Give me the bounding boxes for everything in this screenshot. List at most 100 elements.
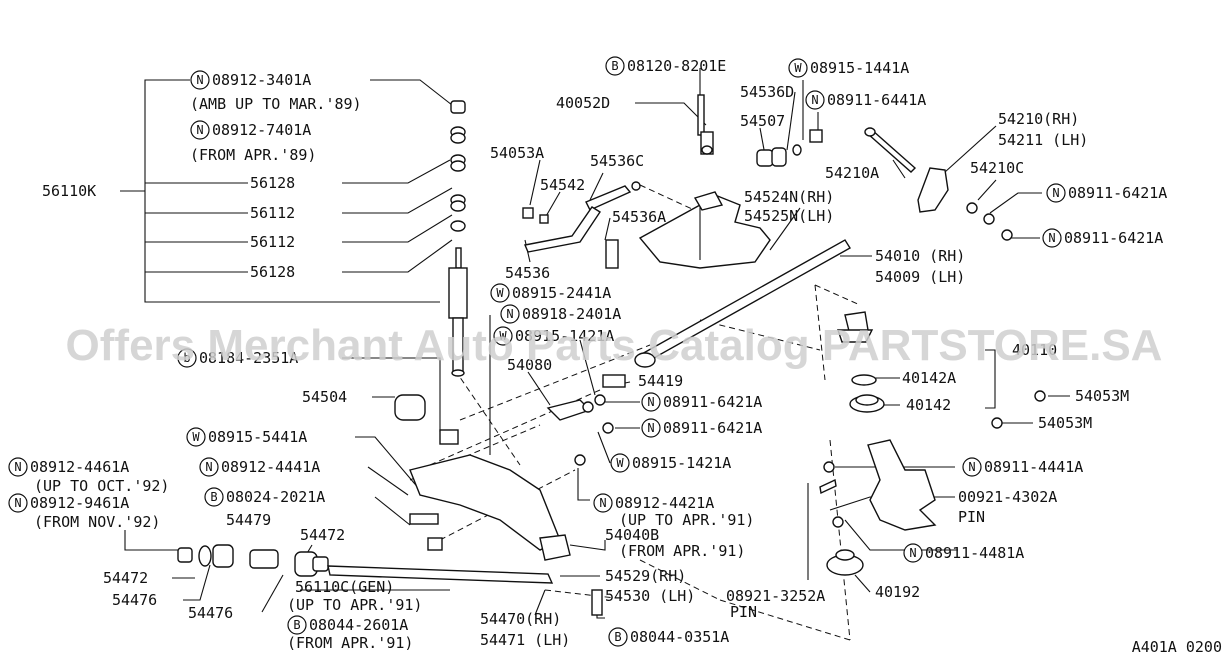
badge-b38: N	[641, 392, 661, 412]
badge-b32: b	[177, 348, 197, 368]
svg-text:N: N	[647, 395, 654, 409]
badge-b71: B	[287, 615, 307, 635]
badge-b1: N	[190, 70, 210, 90]
badge-b50: B	[204, 487, 224, 507]
svg-text:N: N	[196, 123, 203, 137]
label-p73: (FROM APR.'91)	[287, 634, 413, 652]
label-p15: 54211 (LH)	[998, 131, 1088, 149]
footer-code: A401A 0200	[1132, 638, 1222, 656]
label-p21: 54524N(RH)	[744, 188, 834, 206]
label-p40: 54053M	[1075, 387, 1129, 405]
label-p27: 54010 (RH)	[875, 247, 965, 265]
svg-text:N: N	[196, 73, 203, 87]
label-p65: 08921-3252A	[726, 587, 825, 605]
svg-text:N: N	[647, 421, 654, 435]
svg-text:N: N	[599, 496, 606, 510]
badge-b31: W	[493, 326, 513, 346]
label-p30: 08918-2401A	[522, 305, 621, 323]
badge-b30: N	[500, 304, 520, 324]
label-p1a: (AMB UP TO MAR.'89)	[190, 95, 362, 113]
label-p11: 08911-6441A	[827, 91, 926, 109]
badge-b8: B	[605, 56, 625, 76]
label-p50: 08024-2021A	[226, 488, 325, 506]
label-p25: 08911-6421A	[1064, 229, 1163, 247]
svg-text:W: W	[192, 430, 200, 444]
leader-lines	[120, 68, 1070, 619]
label-p22: 54525N(LH)	[744, 207, 834, 225]
label-p53: (UP TO APR.'91)	[619, 511, 754, 529]
label-p5: 56112	[250, 233, 295, 251]
svg-text:b: b	[183, 351, 190, 365]
label-p18: 54210A	[825, 164, 879, 182]
badge-b23: N	[1046, 183, 1066, 203]
label-p12: 40052D	[556, 94, 610, 112]
label-p36: 40142A	[902, 369, 956, 387]
label-p51: (FROM NOV.'92)	[34, 513, 160, 531]
label-p44: 08915-1421A	[632, 454, 731, 472]
label-p35: 54419	[638, 372, 683, 390]
label-p38: 08911-6421A	[663, 393, 762, 411]
badge-b52: N	[593, 493, 613, 513]
svg-text:N: N	[811, 93, 818, 107]
label-p8: 08120-8201E	[627, 57, 726, 75]
label-p13: 54507	[740, 112, 785, 130]
label-p24: 54536A	[612, 208, 666, 226]
svg-text:N: N	[506, 307, 513, 321]
badge-b25: N	[1042, 228, 1062, 248]
label-p2a: (FROM APR.'89)	[190, 146, 316, 164]
label-p59: (FROM APR.'91)	[619, 542, 745, 560]
badge-b11: N	[805, 90, 825, 110]
label-p63: 54529(RH)	[605, 567, 686, 585]
svg-text:B: B	[611, 59, 618, 73]
badge-b2: N	[190, 120, 210, 140]
svg-text:W: W	[616, 456, 624, 470]
label-p2: 08912-7401A	[212, 121, 311, 139]
label-p47: 08912-4441A	[221, 458, 320, 476]
label-p57: 54472	[300, 526, 345, 544]
label-p3: 56128	[250, 174, 295, 192]
svg-text:N: N	[968, 460, 975, 474]
label-p26: 54536	[505, 264, 550, 282]
label-p32: 08184-2351A	[199, 349, 298, 367]
badge-b43: W	[186, 427, 206, 447]
svg-text:B: B	[614, 630, 621, 644]
badge-b45: N	[8, 457, 28, 477]
label-p55: PIN	[958, 508, 985, 526]
svg-text:W: W	[496, 286, 504, 300]
label-p68: (UP TO APR.'91)	[287, 596, 422, 614]
label-p14: 54210(RH)	[998, 110, 1079, 128]
label-p23: 08911-6421A	[1068, 184, 1167, 202]
label-p69: PIN	[730, 603, 757, 621]
label-p29: 08915-2441A	[512, 284, 611, 302]
label-p56: 54479	[226, 511, 271, 529]
label-p72: 54470(RH)	[480, 610, 561, 628]
badge-b48: N	[962, 457, 982, 477]
svg-text:N: N	[1048, 231, 1055, 245]
svg-text:N: N	[909, 546, 916, 560]
svg-text:W: W	[794, 61, 802, 75]
label-p34: 40110	[1012, 341, 1057, 359]
svg-text:N: N	[14, 460, 21, 474]
label-p71: 08044-2601A	[309, 616, 408, 634]
label-p19: 54210C	[970, 159, 1024, 177]
label-p66: 40192	[875, 583, 920, 601]
label-p42: 54053M	[1038, 414, 1092, 432]
svg-text:N: N	[205, 460, 212, 474]
label-p6: 56128	[250, 263, 295, 281]
label-p20: 54542	[540, 176, 585, 194]
badge-b60: N	[903, 543, 923, 563]
label-p1: 08912-3401A	[212, 71, 311, 89]
label-p75: 08044-0351A	[630, 628, 729, 646]
parts-art	[177, 94, 1046, 616]
label-p4: 56112	[250, 204, 295, 222]
svg-text:B: B	[210, 490, 217, 504]
badge-b29: W	[490, 283, 510, 303]
label-p43: 08915-5441A	[208, 428, 307, 446]
label-p58: 54040B	[605, 526, 659, 544]
badge-b75: B	[608, 627, 628, 647]
label-p17: 54536C	[590, 152, 644, 170]
badge-b47: N	[199, 457, 219, 477]
svg-text:N: N	[14, 496, 21, 510]
label-p33: 54080	[507, 356, 552, 374]
